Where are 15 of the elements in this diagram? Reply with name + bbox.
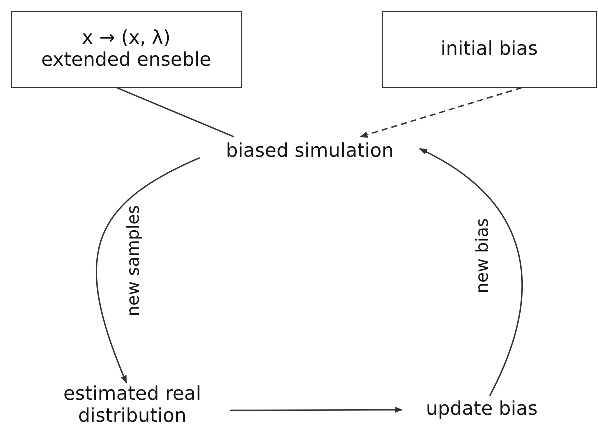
arrow	[419, 148, 523, 396]
edge-label: new bias	[473, 218, 493, 294]
node-text: estimated real distribution	[35, 383, 230, 429]
node-text: extended enseble	[42, 50, 212, 72]
node-text: update bias	[402, 396, 562, 424]
edge-label: new samples	[124, 205, 144, 317]
dashed-arrow	[360, 87, 522, 138]
process-box	[382, 11, 597, 88]
arrow	[96, 157, 200, 384]
node-text: biased simulation	[200, 137, 420, 167]
connector-line	[116, 87, 234, 138]
node-text: x → (x, λ)	[82, 28, 171, 50]
process-box	[11, 11, 242, 88]
node-text: initial bias	[440, 38, 538, 60]
arrow	[230, 406, 403, 414]
